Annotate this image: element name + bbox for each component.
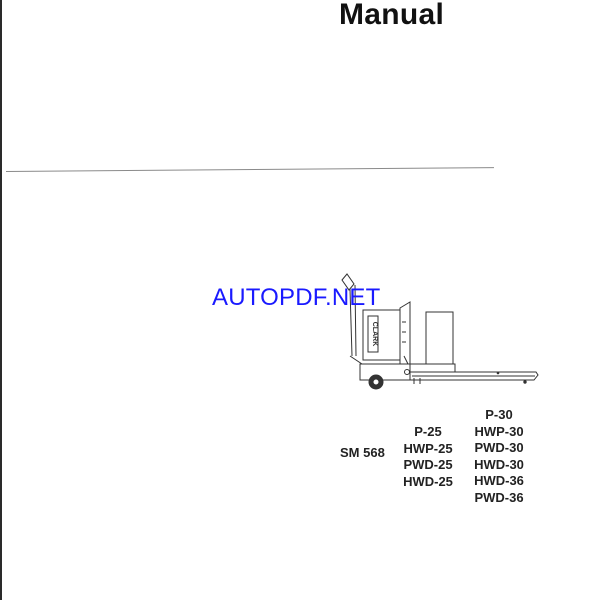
svg-text:CLARK: CLARK (371, 322, 378, 347)
model-item: HWD-25 (403, 473, 453, 489)
service-manual-number: SM 568 (340, 445, 385, 460)
model-item: HWD-30 (474, 456, 524, 472)
document-title: Manual (339, 0, 445, 31)
page-left-edge (0, 0, 2, 600)
model-item: HWP-25 (403, 440, 453, 456)
model-item: P-25 (414, 424, 442, 439)
pallet-truck-illustration: CLARK (341, 273, 539, 390)
model-item: HWD-36 (474, 473, 524, 488)
model-item: PWD-30 (474, 440, 524, 455)
model-item: HWP-30 (474, 423, 524, 439)
model-list-30: P-30 HWP-30 PWD-30 HWD-30 HWD-36 PWD-36 (471, 407, 527, 506)
model-item: PWD-25 (403, 457, 453, 472)
watermark-text: AUTOPDF.NET (212, 284, 381, 311)
model-item: P-30 (485, 407, 513, 422)
model-list-25: P-25 HWP-25 PWD-25 HWD-25 (400, 424, 456, 490)
horizontal-divider (5, 167, 494, 172)
model-item: PWD-36 (474, 489, 524, 505)
